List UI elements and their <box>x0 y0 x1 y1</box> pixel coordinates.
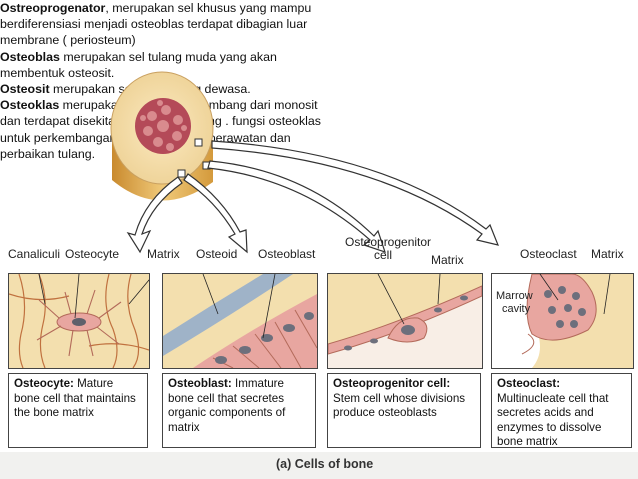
caption-osteocyte: Osteocyte: Mature bone cell that maintai… <box>8 373 148 448</box>
osteocyte-drawing <box>9 274 149 368</box>
osteoprogenitor-nucleus <box>401 325 415 335</box>
osteoblast-drawing <box>163 274 317 368</box>
caption-osteoprogenitor: Osteoprogenitor cell: Stem cell whose di… <box>327 373 481 448</box>
caption-osteoblast-title: Osteoblast: <box>168 377 232 390</box>
spongy-bone-pattern <box>140 100 187 151</box>
caption-osteocyte-title: Osteocyte: <box>14 377 74 390</box>
label-osteoid: Osteoid <box>196 247 238 261</box>
arrow-to-osteocyte <box>126 176 183 254</box>
label-osteoprogenitor: Osteoprogenitor <box>345 235 432 249</box>
def-osteoprogenitor: , merupakan sel khusus yang mampu berdif… <box>0 1 312 48</box>
zoom-marker-2 <box>177 169 186 178</box>
label-matrix-1: Matrix <box>147 247 180 261</box>
label-canaliculi: Canaliculi <box>8 247 61 261</box>
term-osteocyte: Osteosit <box>0 82 50 97</box>
osteocyte-nucleus <box>72 318 86 326</box>
caption-osteoprogenitor-title: Osteoprogenitor cell: <box>333 377 451 390</box>
label-matrix-2: Matrix <box>431 253 464 267</box>
panel-osteoclast <box>491 273 634 369</box>
osteoid-layer <box>163 274 293 356</box>
def-osteoblast: merupakan sel tulang muda yang akan memb… <box>0 49 277 80</box>
osteoclast-drawing <box>492 274 633 368</box>
caption-osteoblast: Osteoblast: Immature bone cell that secr… <box>162 373 316 448</box>
caption-osteoclast-title: Osteoclast: <box>497 377 561 390</box>
osteoblast-nuclei <box>215 312 314 364</box>
term-osteoclast: Osteoklas <box>0 98 60 113</box>
label-osteoblast: Osteoblast <box>258 247 316 261</box>
caption-osteoprogenitor-text: Stem cell whose divisions produce osteob… <box>333 391 466 420</box>
arrow-to-osteoblast <box>183 173 248 254</box>
arrow-to-osteoclast <box>211 140 499 246</box>
panel-osteoblast <box>162 273 318 369</box>
panel-osteoprogenitor <box>327 273 483 369</box>
osteoclast-cell <box>526 274 597 341</box>
caption-osteoclast-text: Multinucleate cell that secretes acids a… <box>497 391 609 449</box>
caption-osteocyte-text: Mature bone cell that maintains the bone… <box>14 377 136 419</box>
label-matrix-3: Matrix <box>591 247 624 261</box>
osteoblast-layer <box>193 294 317 368</box>
caption-osteoclast: Osteoclast: Multinucleate cell that secr… <box>491 373 632 448</box>
zoom-marker-1 <box>194 138 203 147</box>
arrow-to-osteoprogenitor <box>207 160 386 253</box>
bone-section-illustration <box>110 71 499 254</box>
panel-osteocyte <box>8 273 150 369</box>
term-osteoblast: Osteoblas <box>0 49 60 64</box>
term-osteoprogenitor: Ostreoprogenator <box>0 1 106 15</box>
osteoclast-nuclei <box>544 286 586 328</box>
footer-bar <box>0 452 638 479</box>
label-marrow: Marrow <box>496 290 533 302</box>
zoom-arrows <box>126 140 499 254</box>
osteoprogenitor-drawing <box>328 274 482 368</box>
figure-title: (a) Cells of bone <box>276 457 374 471</box>
label-osteoclast: Osteoclast <box>520 247 577 261</box>
label-osteocyte: Osteocyte <box>65 247 120 261</box>
caption-osteoblast-text: Immature bone cell that secretes organic… <box>168 377 286 434</box>
label-osteoprogenitor-line2: cell <box>374 248 393 262</box>
label-marrow-line2: cavity <box>502 303 531 315</box>
